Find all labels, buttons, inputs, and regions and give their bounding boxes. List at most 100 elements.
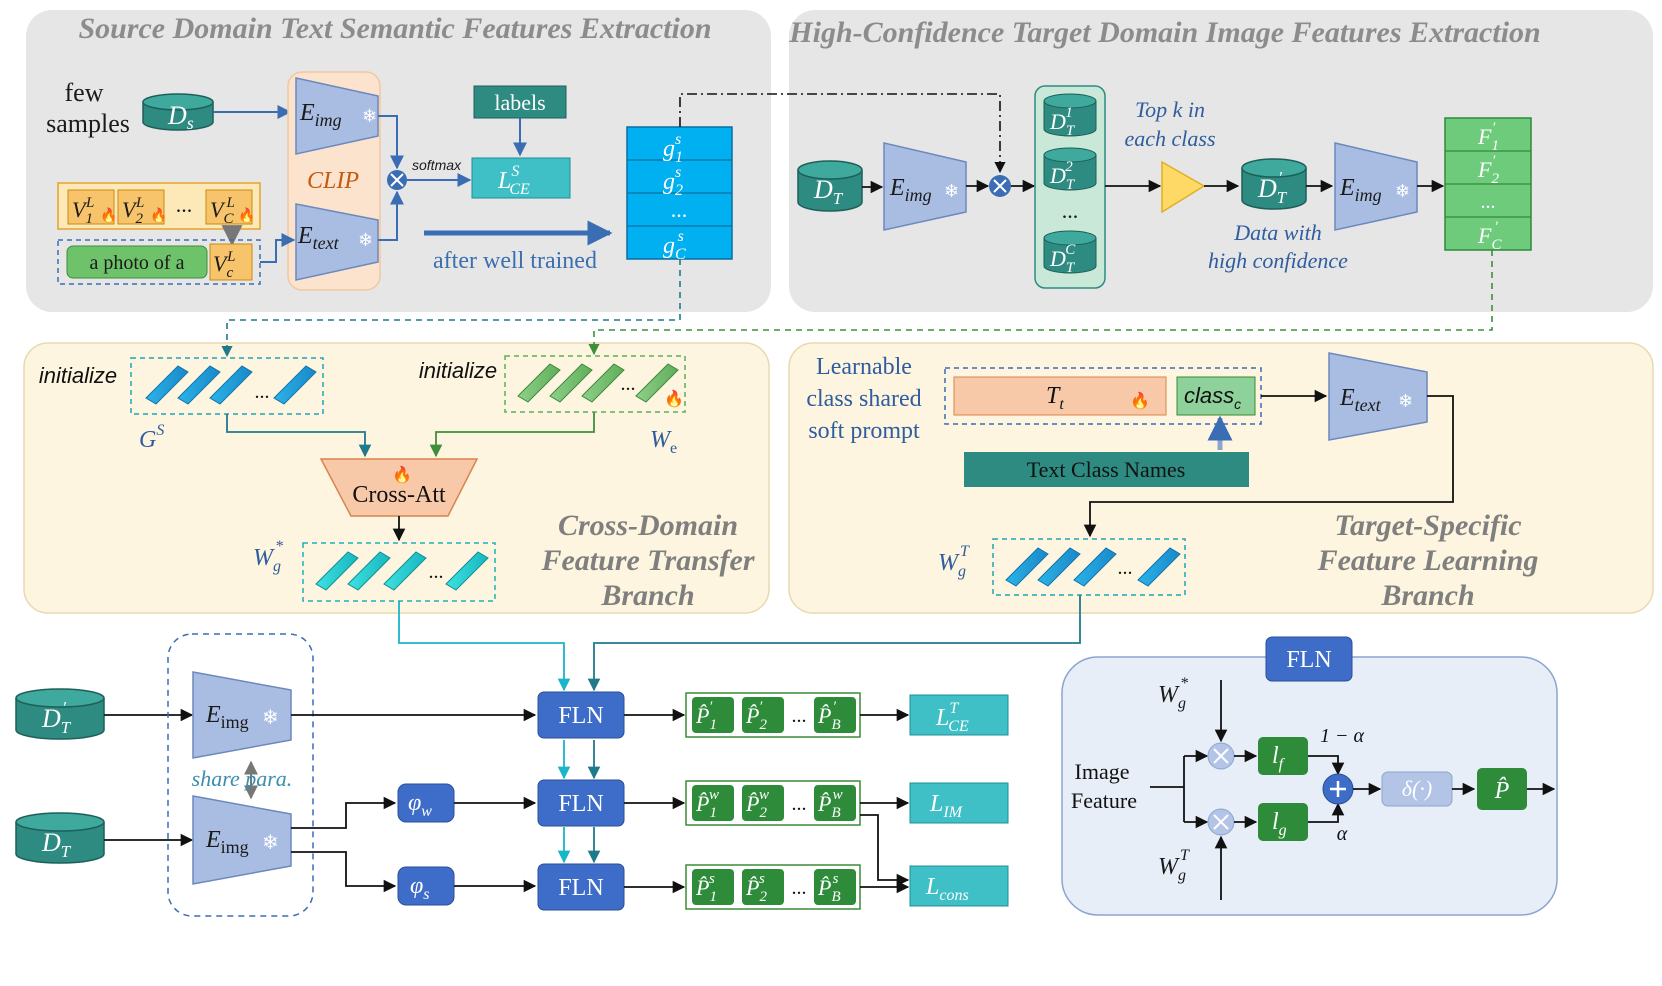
prediction-row-1 (685, 692, 861, 738)
bottom-dt-label: DT (41, 828, 72, 861)
clip-label: CLIP (307, 168, 359, 194)
ds-database-icon (142, 93, 214, 131)
soft-prompt-tt-box (953, 376, 1167, 416)
g-dots-label: ... (671, 197, 688, 222)
fln-image-feature-1: Image (1075, 759, 1130, 784)
wg-star-dots: ... (429, 561, 444, 583)
fln-add-node (1322, 773, 1354, 805)
prompt-template-group (57, 239, 261, 285)
softmax-label: softmax (412, 157, 462, 173)
snowflake-icon: ❄ (1395, 181, 1410, 201)
we-label: We (650, 427, 677, 457)
fire-icon: 🔥 (100, 207, 117, 224)
dt-prime-label: DT′ (1257, 168, 1288, 207)
wg-star-vectors (315, 551, 489, 591)
fln-delta-label: δ(·) (1402, 776, 1432, 801)
dt-database-icon (797, 160, 863, 212)
dtc-database-icon (1043, 230, 1097, 274)
high-conf-label-2: high confidence (1208, 248, 1348, 273)
ds-label: Ds (167, 101, 194, 133)
dtc-label: DTC (1049, 242, 1076, 276)
cross-branch-title-1: Cross-Domain (558, 509, 738, 542)
class-token-label: classc (1184, 383, 1241, 412)
fln-lg-label: lg (1272, 809, 1287, 839)
fln-detail-title: FLN (1286, 647, 1331, 673)
gs-dots: ... (255, 381, 270, 403)
fln-box-3-label: FLN (558, 875, 603, 901)
source-prototype-column (626, 126, 733, 260)
bottom-image-encoder-2-label: Eimg (205, 827, 249, 857)
p-row2-item1: P̂1w (695, 787, 719, 821)
text-class-names-label: Text Class Names (1027, 457, 1186, 482)
target-branch-title-2: Feature Learning (1317, 544, 1539, 577)
cross-branch-title-3: Branch (600, 579, 694, 612)
f1-label: F1′ (1477, 120, 1499, 154)
fln-multiply-bottom (1207, 808, 1235, 836)
we-group (504, 355, 686, 413)
fln-lg-box (1258, 803, 1308, 841)
cross-branch-title-2: Feature Transfer (540, 544, 754, 577)
fln-wgt-label: WgT (1158, 847, 1190, 884)
p-row3-dots: ... (792, 877, 807, 899)
target-feature-column (1444, 117, 1532, 251)
bottom-image-encoder-1-label: Eimg (205, 702, 249, 732)
phi-s-label: φs (410, 873, 430, 903)
initialize-left-label: initialize (39, 363, 117, 388)
soft-prompt-tt-label: Tt (1046, 383, 1064, 413)
fln-box-1-label: FLN (558, 703, 603, 729)
prompt-token-dots: ... (176, 192, 193, 217)
loss-im-box (909, 782, 1009, 824)
dt-dots: ... (1062, 198, 1079, 223)
cross-attention-label: Cross-Att (352, 482, 446, 508)
dt1-database-icon (1043, 93, 1097, 137)
class-token-box (209, 243, 253, 281)
prediction-row-3 (685, 864, 861, 910)
fire-icon: 🔥 (664, 389, 684, 408)
loss-ce-target-box (909, 694, 1009, 736)
fire-icon: 🔥 (150, 207, 167, 224)
target-image-encoder (883, 142, 967, 231)
learnable-label-3: soft prompt (808, 418, 920, 444)
text-class-names-box (964, 452, 1249, 487)
snowflake-icon: ❄ (944, 181, 959, 201)
fln-wg-star-label: Wg* (1158, 675, 1188, 712)
source-panel-title: Source Domain Text Semantic Features Ext… (78, 12, 711, 45)
labels-text: labels (494, 90, 545, 115)
dt-prime-database-icon (1241, 158, 1307, 210)
snowflake-icon: ❄ (358, 230, 373, 250)
wgt-dots: ... (1118, 557, 1133, 579)
p-row3-item2: P̂2s (745, 871, 767, 905)
fln-detail-title-box (1265, 636, 1353, 682)
loss-cons-label: Lcons (925, 874, 969, 904)
bottom-dt-prime-database-icon (15, 688, 105, 740)
fire-icon: 🔥 (1130, 391, 1150, 410)
bottom-image-encoder-1 (192, 671, 292, 759)
prediction-row-2 (685, 780, 861, 826)
snowflake-icon: ❄ (262, 832, 279, 854)
gs-label: GS (139, 422, 164, 453)
fln-lf-label: lf (1272, 743, 1286, 773)
prompt-token-c: VCL 🔥 (205, 189, 255, 227)
fln-alpha: α (1337, 823, 1348, 845)
fln-box-2-label: FLN (558, 791, 603, 817)
target-branch-title-3: Branch (1380, 579, 1474, 612)
dt1-label: DT1 (1049, 105, 1076, 139)
labels-box (473, 85, 567, 119)
target-panel-title: High-Confidence Target Domain Image Feat… (788, 16, 1540, 49)
target-branch-title-1: Target-Specific (1334, 509, 1521, 542)
we-vectors (517, 363, 679, 403)
fln-one-minus-alpha: 1 − α (1320, 725, 1364, 747)
svg-text:VCL: VCL (210, 195, 235, 227)
learnable-label-1: Learnable (816, 354, 912, 380)
fln-output-label: P̂ (1494, 777, 1510, 804)
p-row2-dots: ... (792, 793, 807, 815)
high-conf-label-1: Data with (1233, 220, 1321, 245)
few-samples-label-1: few (65, 78, 104, 107)
loss-cons-box (909, 865, 1009, 907)
wg-star-label: Wg* (253, 538, 283, 575)
clip-image-encoder-label: Eimg (299, 100, 342, 130)
fln-output-box (1477, 768, 1527, 810)
